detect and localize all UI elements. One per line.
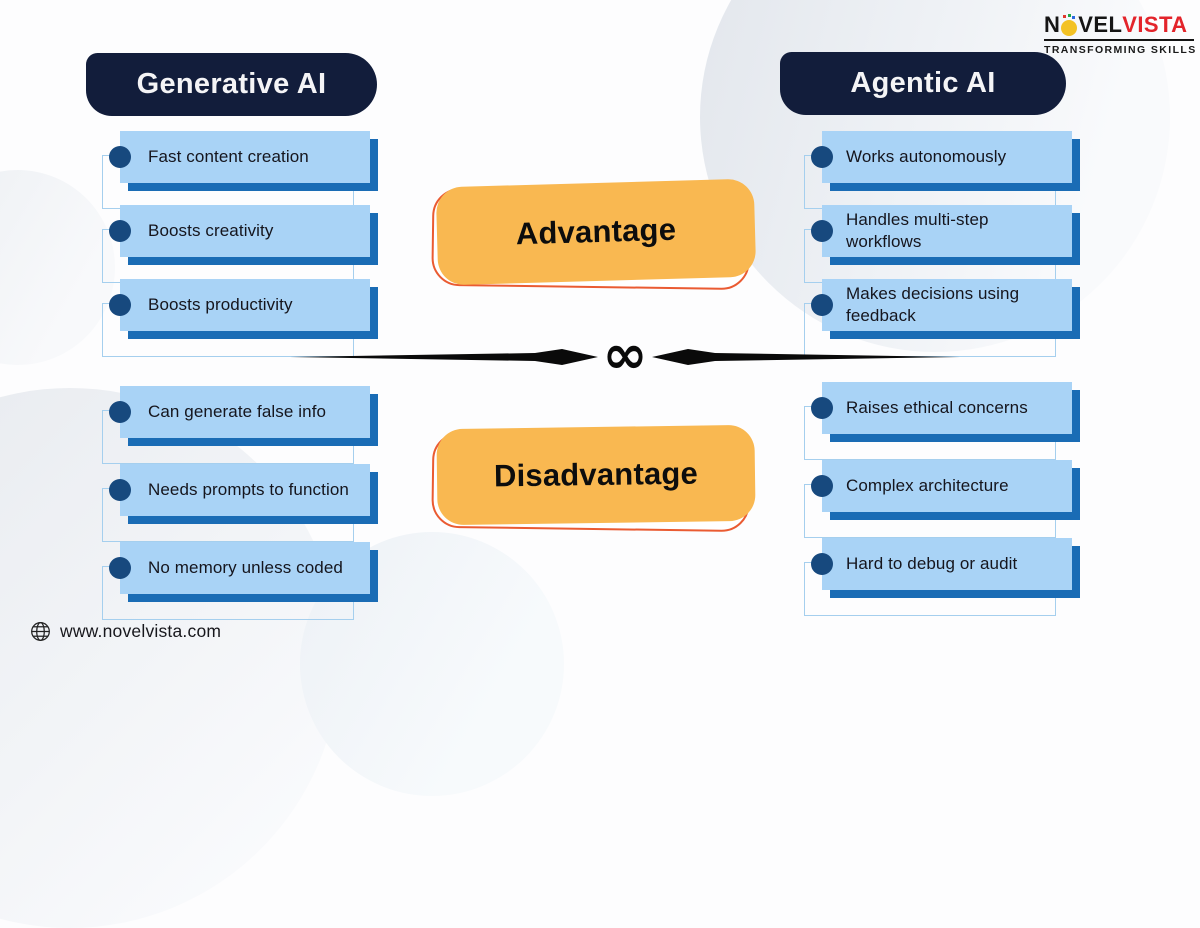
bullet-circle-icon	[811, 397, 833, 419]
list-item: Boosts productivity	[102, 279, 370, 357]
item-label: Boosts productivity	[148, 295, 293, 315]
list-item: Fast content creation	[102, 131, 370, 209]
generative-disadvantages-list: Can generate false info Needs prompts to…	[102, 386, 370, 620]
item-label: Handles multi-step workflows	[846, 210, 989, 251]
website-link[interactable]: www.novelvista.com	[60, 621, 222, 641]
divider-arrows	[290, 349, 960, 365]
advantage-badge-label: Advantage	[515, 211, 677, 252]
bullet-circle-icon	[811, 294, 833, 316]
list-item: Handles multi-step workflows	[804, 205, 1072, 283]
disadvantage-badge-label: Disadvantage	[493, 455, 699, 494]
advantage-badge-fill: Advantage	[435, 178, 757, 286]
agentic-disadvantages-list: Raises ethical concerns Complex architec…	[804, 382, 1072, 616]
list-item: Raises ethical concerns	[804, 382, 1072, 460]
bullet-circle-icon	[109, 294, 131, 316]
list-item: Boosts creativity	[102, 205, 370, 283]
bullet-circle-icon	[109, 146, 131, 168]
disadvantage-badge: Disadvantage	[431, 424, 756, 533]
bullet-circle-icon	[811, 146, 833, 168]
infinity-icon: ∞	[602, 323, 648, 386]
item-label: Makes decisions using feedback	[846, 284, 1020, 325]
bullet-circle-icon	[109, 557, 131, 579]
generative-ai-header-label: Generative AI	[136, 68, 327, 100]
list-item: Needs prompts to function	[102, 464, 370, 542]
list-item: Works autonomously	[804, 131, 1072, 209]
logo-text-n: N	[1044, 12, 1061, 37]
lightbulb-icon	[1061, 15, 1078, 36]
list-item: Hard to debug or audit	[804, 538, 1072, 616]
logo-tagline: TRANSFORMING SKILLS	[1044, 44, 1197, 56]
logo-text-vista: VISTA	[1122, 12, 1188, 37]
logo-divider-line	[1044, 39, 1194, 41]
section-divider: ∞	[290, 325, 960, 385]
item-label: Fast content creation	[148, 147, 309, 167]
item-label: Hard to debug or audit	[846, 554, 1018, 574]
item-label: Works autonomously	[846, 147, 1007, 167]
agentic-ai-header-label: Agentic AI	[850, 67, 996, 99]
generative-advantages-list: Fast content creation Boosts creativity …	[102, 131, 370, 357]
item-label: Boosts creativity	[148, 221, 274, 241]
generative-ai-header: Generative AI	[86, 53, 377, 116]
item-label: Needs prompts to function	[148, 480, 349, 500]
footer: www.novelvista.com	[30, 621, 221, 642]
bullet-circle-icon	[109, 220, 131, 242]
advantage-badge: Advantage	[431, 178, 757, 291]
agentic-advantages-list: Works autonomously Handles multi-step wo…	[804, 131, 1072, 357]
list-item: Complex architecture	[804, 460, 1072, 538]
list-item: No memory unless coded	[102, 542, 370, 620]
list-item: Can generate false info	[102, 386, 370, 464]
background-circle-left-middle	[0, 170, 115, 365]
item-label: No memory unless coded	[148, 558, 343, 578]
globe-icon	[31, 622, 50, 641]
item-label: Raises ethical concerns	[846, 398, 1028, 418]
bullet-circle-icon	[811, 220, 833, 242]
logo-text-vel: VEL	[1078, 12, 1123, 37]
bullet-circle-icon	[109, 479, 131, 501]
disadvantage-badge-fill: Disadvantage	[436, 424, 756, 526]
item-label: Can generate false info	[148, 402, 327, 422]
bullet-circle-icon	[811, 553, 833, 575]
bullet-circle-icon	[811, 475, 833, 497]
item-label: Complex architecture	[846, 476, 1009, 496]
bullet-circle-icon	[109, 401, 131, 423]
list-item: Makes decisions using feedback	[804, 279, 1072, 357]
agentic-ai-header: Agentic AI	[780, 52, 1066, 115]
